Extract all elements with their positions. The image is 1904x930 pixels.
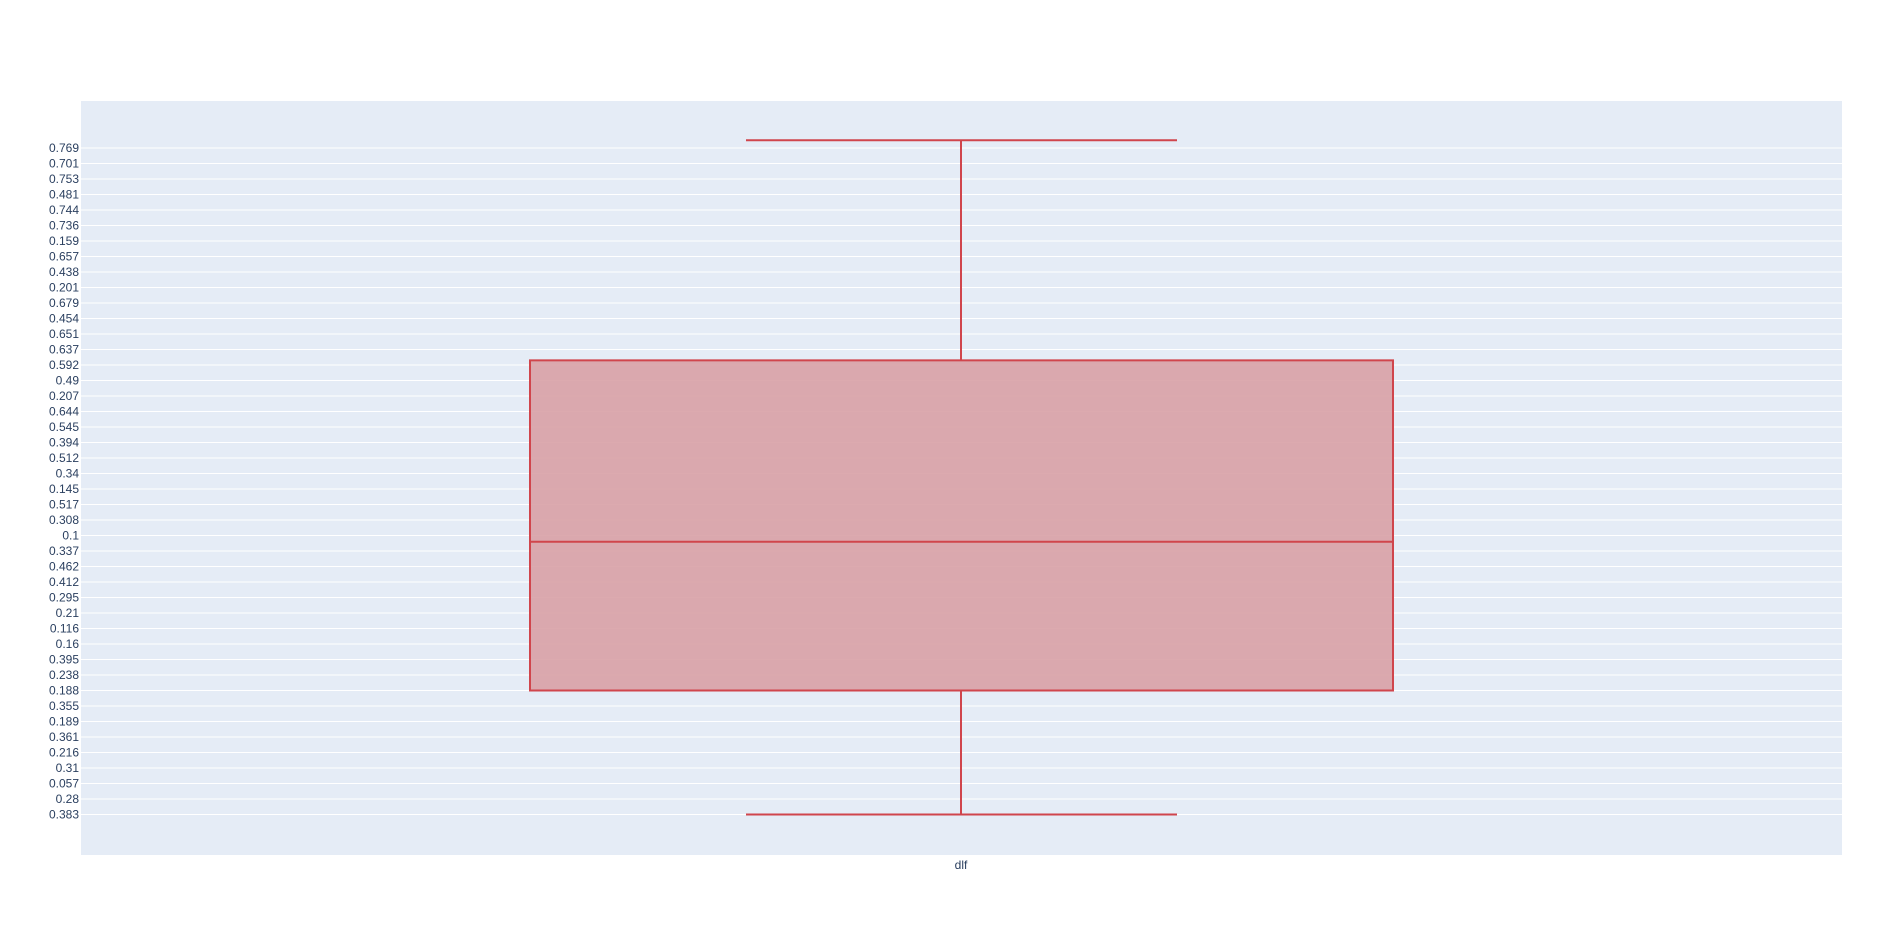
y-tick-label: 0.308	[49, 513, 79, 527]
y-tick-label: 0.657	[49, 250, 79, 264]
y-tick-label: 0.207	[49, 389, 79, 403]
y-tick-label: 0.361	[49, 730, 79, 744]
y-tick-label: 0.057	[49, 777, 79, 791]
y-tick-label: 0.1	[62, 529, 79, 543]
y-tick-label: 0.31	[56, 761, 80, 775]
interquartile-box	[529, 359, 1394, 692]
y-tick-label: 0.337	[49, 544, 79, 558]
y-tick-label: 0.517	[49, 498, 79, 512]
y-tick-label: 0.679	[49, 296, 79, 310]
y-tick-label: 0.49	[56, 374, 80, 388]
y-tick-label: 0.481	[49, 188, 79, 202]
y-tick-label: 0.216	[49, 746, 79, 760]
y-tick-label: 0.545	[49, 420, 79, 434]
y-tick-label: 0.16	[56, 637, 80, 651]
y-tick-label: 0.116	[50, 622, 79, 636]
y-tick-label: 0.701	[49, 157, 79, 171]
y-tick-label: 0.438	[49, 265, 79, 279]
y-tick-label: 0.394	[49, 436, 79, 450]
y-tick-label: 0.462	[49, 560, 79, 574]
y-tick-label: 0.592	[49, 358, 79, 372]
y-tick-label: 0.145	[49, 482, 79, 496]
y-tick-label: 0.28	[56, 792, 80, 806]
y-tick-label: 0.238	[49, 668, 79, 682]
y-tick-label: 0.412	[49, 575, 79, 589]
y-tick-label: 0.753	[49, 172, 79, 186]
y-tick-label: 0.651	[49, 327, 79, 341]
y-tick-label: 0.736	[49, 219, 79, 233]
y-tick-label: 0.744	[49, 203, 79, 217]
y-tick-label: 0.637	[49, 343, 79, 357]
y-tick-label: 0.769	[49, 141, 79, 155]
y-tick-label: 0.188	[49, 684, 79, 698]
y-tick-label: 0.34	[56, 467, 80, 481]
y-tick-label: 0.383	[49, 808, 79, 822]
x-axis-tick-label: dlf	[955, 858, 968, 872]
y-tick-label: 0.189	[49, 715, 79, 729]
y-tick-label: 0.454	[49, 312, 79, 326]
y-tick-label: 0.21	[56, 606, 80, 620]
y-tick-label: 0.159	[49, 234, 79, 248]
y-tick-label: 0.355	[49, 699, 79, 713]
y-tick-label: 0.295	[49, 591, 79, 605]
y-tick-label: 0.395	[49, 653, 79, 667]
y-tick-label: 0.512	[49, 451, 79, 465]
y-tick-label: 0.201	[49, 281, 79, 295]
box-trace	[529, 139, 1394, 816]
y-tick-label: 0.644	[49, 405, 79, 419]
